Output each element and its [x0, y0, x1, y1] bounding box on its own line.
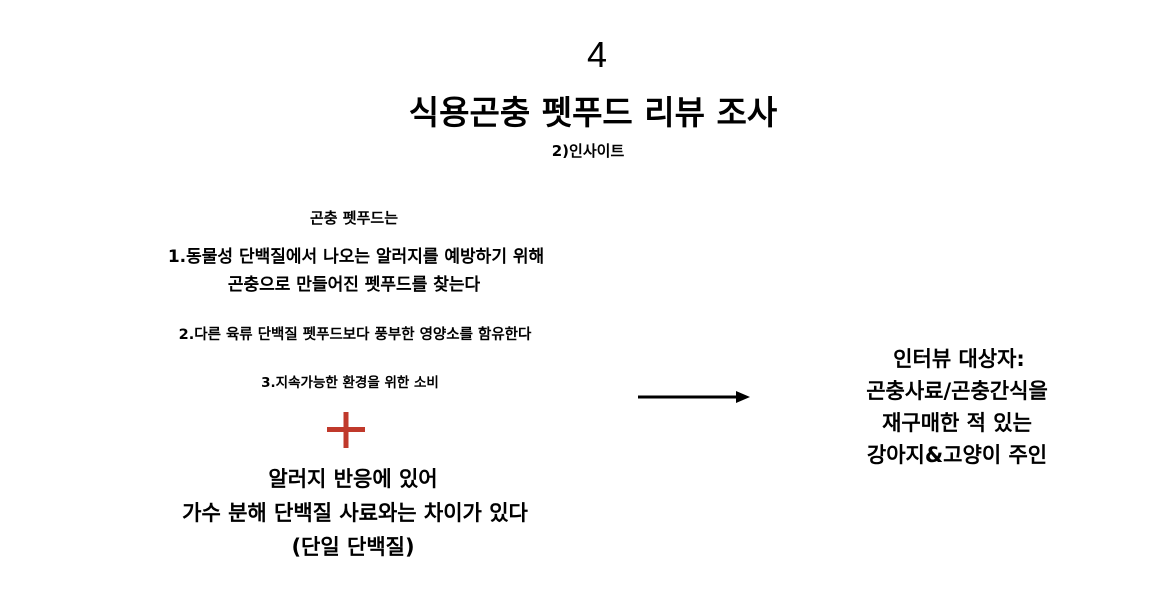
plus-icon — [327, 412, 365, 448]
insight-point-3: 3.지속가능한 환경을 위한 소비 — [261, 375, 439, 391]
insights-intro: 곤충 펫푸드는 — [309, 209, 399, 227]
page-title: 식용곤충 펫푸드 리뷰 조사 — [408, 93, 778, 132]
page-number: 4 — [586, 34, 608, 75]
addition-line-3: (단일 단백질) — [291, 535, 415, 559]
interview-target-line-2: 곤충사료/곤충간식을 — [866, 379, 1048, 403]
interview-target-line-1: 인터뷰 대상자: — [893, 347, 1025, 371]
arrow-head — [736, 391, 750, 403]
interview-target-line-4: 강아지&고양이 주인 — [866, 443, 1048, 467]
interview-target-line-3: 재구매한 적 있는 — [882, 411, 1032, 435]
addition-line-2: 가수 분해 단백질 사료와는 차이가 있다 — [182, 501, 528, 525]
addition-line-1: 알러지 반응에 있어 — [268, 467, 438, 491]
plus-vertical-bar — [343, 412, 349, 448]
insight-point-1-line-1: 1.동물성 단백질에서 나오는 알러지를 예방하기 위해 — [167, 247, 545, 267]
insight-point-1-line-2: 곤충으로 만들어진 펫푸드를 찾는다 — [227, 275, 481, 295]
page-subtitle: 2)인사이트 — [551, 142, 625, 160]
arrow-right-icon — [638, 391, 750, 403]
insight-point-2: 2.다른 육류 단백질 펫푸드보다 풍부한 영양소를 함유한다 — [178, 327, 532, 343]
